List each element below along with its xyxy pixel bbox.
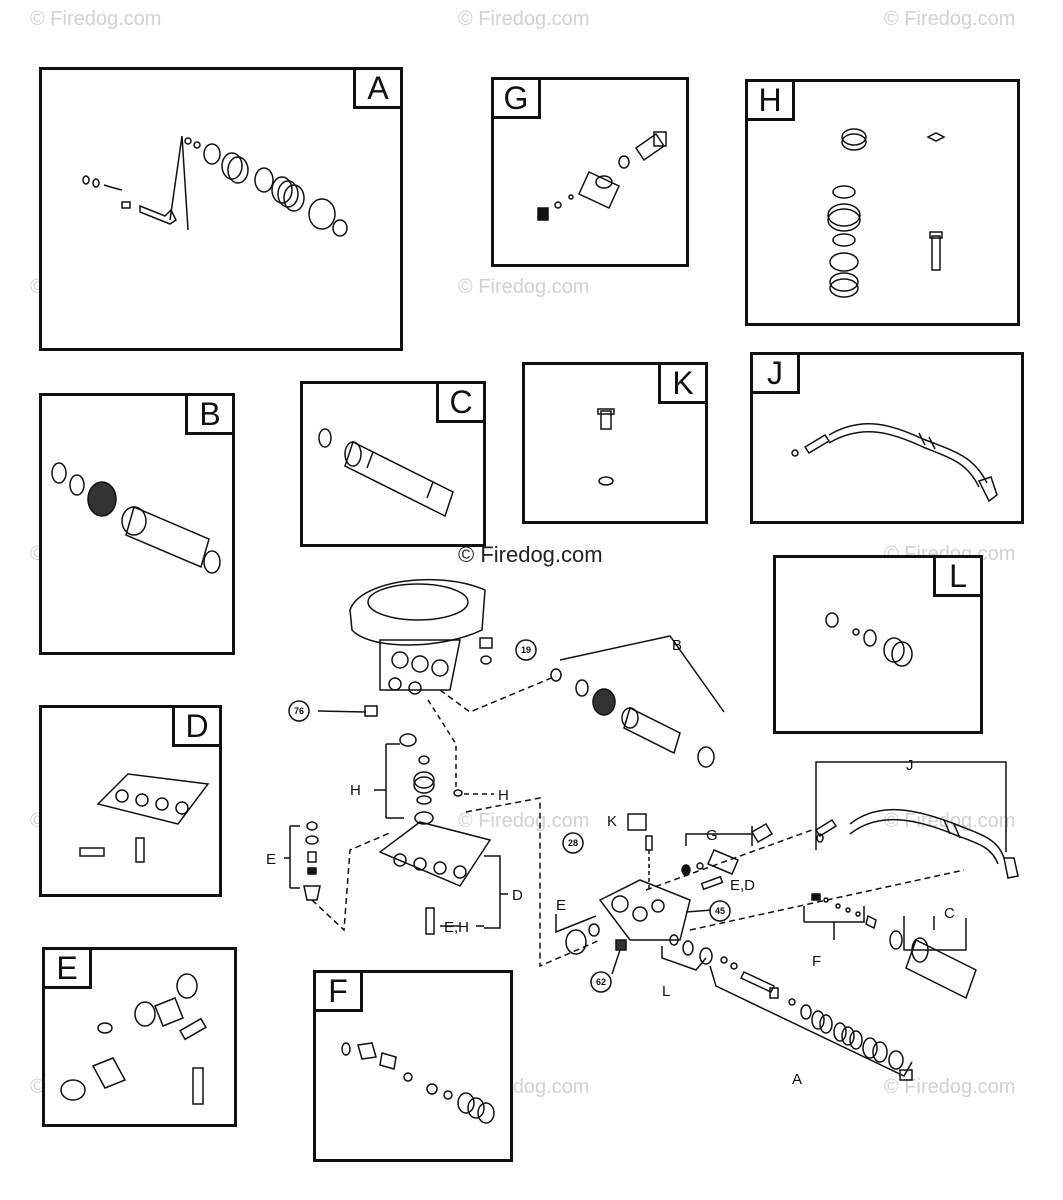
panel-k: K — [522, 362, 708, 524]
panel-k-parts — [597, 408, 615, 486]
label-e-mid: E — [556, 897, 566, 914]
panel-e-parts — [60, 973, 207, 1105]
watermark: © Firedog.com — [884, 1076, 1016, 1098]
label-a: A — [792, 1071, 802, 1088]
panel-e-tag: E — [42, 947, 92, 989]
panel-g: G — [491, 77, 689, 267]
label-c: C — [944, 905, 955, 922]
panel-l-parts — [825, 612, 913, 667]
label-eh: E,H — [444, 919, 469, 936]
panel-c-parts — [318, 428, 454, 518]
label-ed: E,D — [730, 877, 755, 894]
panel-h: H — [745, 79, 1020, 326]
callout-28: 28 — [568, 838, 578, 848]
label-j: J — [906, 757, 914, 774]
panel-a-tag: A — [353, 67, 403, 109]
panel-g-parts — [537, 131, 667, 221]
label-b: B — [672, 637, 682, 654]
panel-b: B — [39, 393, 235, 655]
watermark: © Firedog.com — [458, 276, 590, 298]
label-l: L — [662, 983, 670, 1000]
watermark: © Firedog.com — [458, 810, 590, 832]
label-e-left: E — [266, 851, 276, 868]
callout-62-circle — [590, 971, 612, 993]
panel-g-tag: G — [491, 77, 541, 119]
panel-j-tag: J — [750, 352, 800, 394]
label-d: D — [512, 887, 523, 904]
label-k: K — [607, 813, 617, 830]
panel-d: D — [39, 705, 222, 897]
callout-45-circle — [709, 900, 731, 922]
panel-a: A — [39, 67, 403, 351]
callout-28-circle — [562, 832, 584, 854]
watermark: © Firedog.com — [884, 810, 1016, 832]
panel-h-tag: H — [745, 79, 795, 121]
callout-62: 62 — [596, 977, 606, 987]
panel-l-tag: L — [933, 555, 983, 597]
callout-19-circle — [515, 639, 537, 661]
label-f: F — [812, 953, 821, 970]
label-h-dash: H — [498, 787, 509, 804]
panel-c-tag: C — [436, 381, 486, 423]
panel-f-parts — [341, 1042, 495, 1124]
panel-j-parts — [791, 423, 998, 503]
callout-19: 19 — [521, 645, 531, 655]
panel-f: F — [313, 970, 513, 1162]
watermark: © Firedog.com — [458, 8, 590, 30]
panel-e: E — [42, 947, 237, 1127]
label-h-bracket: H — [350, 782, 361, 799]
panel-a-parts — [82, 135, 348, 237]
callout-76: 76 — [294, 706, 304, 716]
callout-45: 45 — [715, 906, 725, 916]
panel-f-tag: F — [313, 970, 363, 1012]
panel-j: J — [750, 352, 1024, 524]
panel-d-parts — [79, 773, 210, 863]
panel-l: L — [773, 555, 983, 734]
panel-k-tag: K — [658, 362, 708, 404]
panel-d-tag: D — [172, 705, 222, 747]
label-g: G — [706, 827, 718, 844]
watermark: © Firedog.com — [884, 8, 1016, 30]
callout-76-circle — [288, 700, 310, 722]
panel-b-parts — [51, 462, 221, 574]
panel-h-parts — [827, 128, 946, 298]
panel-b-tag: B — [185, 393, 235, 435]
center-watermark: © Firedog.com — [458, 542, 603, 567]
watermark: © Firedog.com — [30, 8, 162, 30]
panel-c: C — [300, 381, 486, 547]
